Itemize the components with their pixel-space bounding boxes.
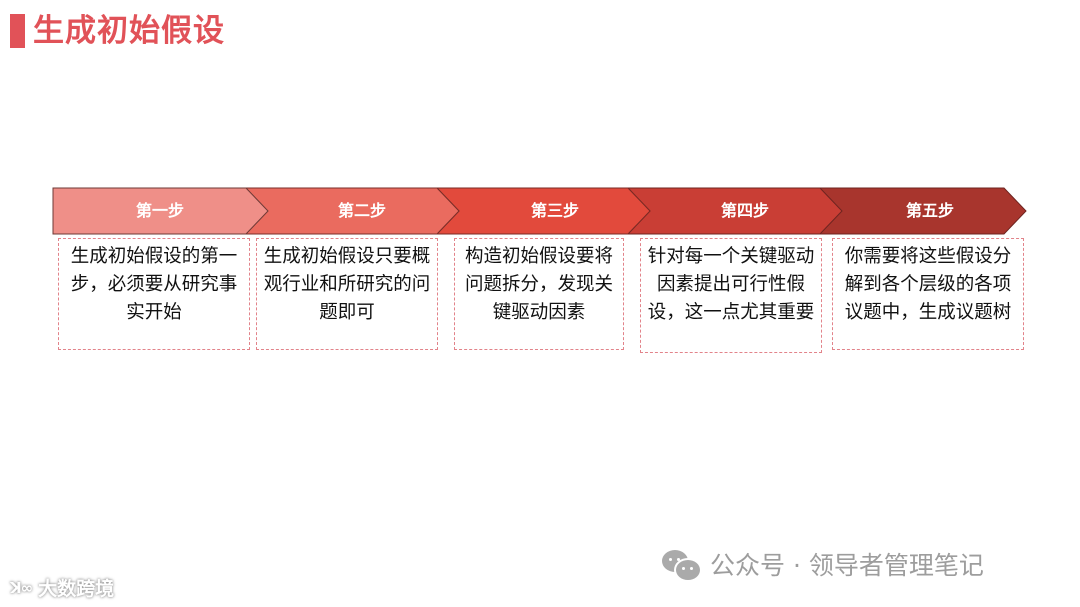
watermark-wechat-account: 公众号 · 领导者管理笔记 <box>660 546 984 582</box>
step-2-description: 生成初始假设只要概观行业和所研究的问题即可 <box>256 238 438 350</box>
step-2-label: 第二步 <box>337 201 386 220</box>
step-5-description: 你需要将这些假设分解到各个层级的各项议题中，生成议题树 <box>832 238 1024 350</box>
step-3-label: 第三步 <box>530 201 579 220</box>
step-1-description: 生成初始假设的第一步，必须要从研究事实开始 <box>58 238 250 350</box>
brand-logo-icon: ꓘ∞ <box>10 578 33 597</box>
title-accent-bar <box>10 14 25 48</box>
step-3-description: 构造初始假设要将问题拆分，发现关键驱动因素 <box>454 238 624 350</box>
step-1-label: 第一步 <box>135 201 184 220</box>
step-4-description: 针对每一个关键驱动因素提出可行性假设，这一点尤其重要 <box>640 238 822 353</box>
watermark-left-text: 大数跨境 <box>38 578 115 600</box>
step-4-label: 第四步 <box>720 201 769 220</box>
chevron-step-1 <box>52 187 269 235</box>
slide-title: 生成初始假设 <box>10 12 225 50</box>
process-chevron-band <box>0 186 1080 236</box>
watermark-dashujuajing: ꓘ∞ 大数跨境 <box>10 574 114 601</box>
step-5-label: 第五步 <box>905 201 954 220</box>
title-text: 生成初始假设 <box>33 13 225 49</box>
watermark-right-text: 公众号 · 领导者管理笔记 <box>710 551 984 580</box>
wechat-icon <box>660 547 702 582</box>
